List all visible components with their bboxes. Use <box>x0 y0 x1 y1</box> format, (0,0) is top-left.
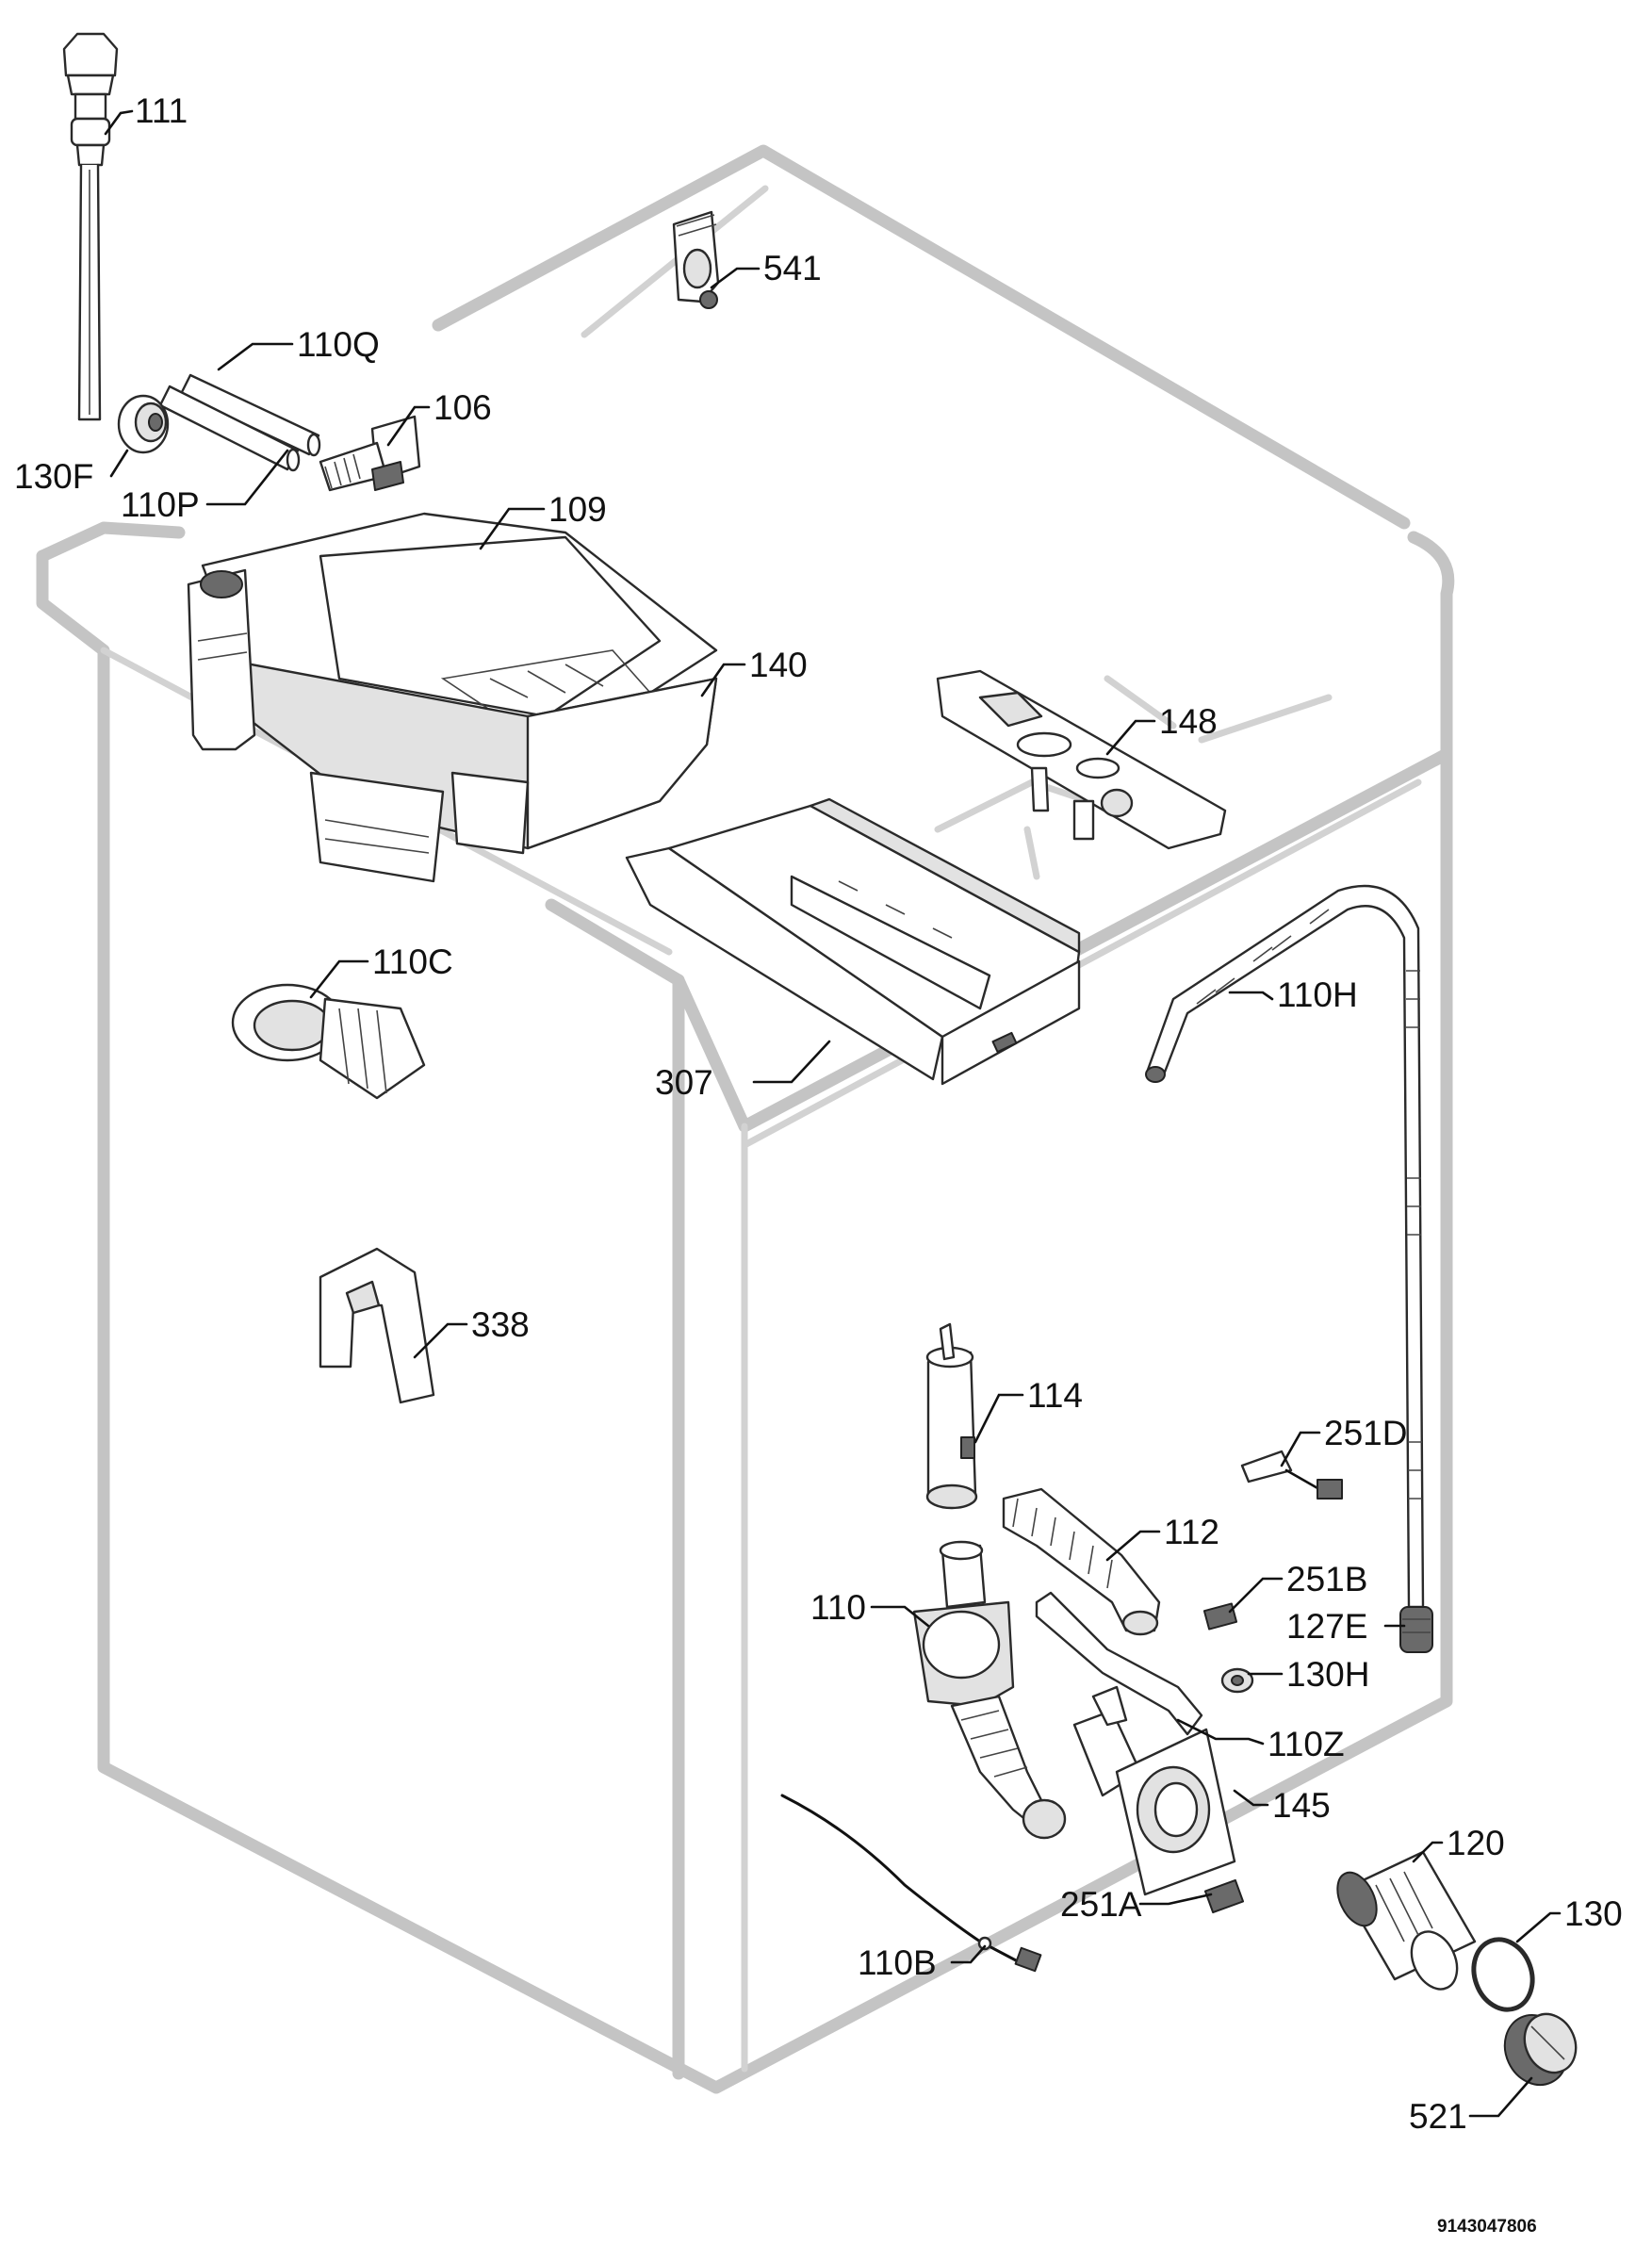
part-541-clip <box>672 210 720 309</box>
callout-338: 338 <box>471 1305 530 1344</box>
part-110-sump <box>912 1540 1067 1840</box>
callout-110C: 110C <box>372 942 453 981</box>
callout-251B: 251B <box>1286 1560 1367 1598</box>
part-114-air-chamber <box>925 1322 978 1510</box>
callout-111: 111 <box>135 91 188 130</box>
part-120-filter <box>1336 1850 1477 1991</box>
callout-127E: 127E <box>1286 1607 1367 1646</box>
part-130H-grommet <box>1220 1667 1254 1694</box>
part-251A-connector <box>1203 1878 1245 1914</box>
part-130-oring <box>1471 1937 1535 2012</box>
callout-130: 130 <box>1564 1894 1623 1933</box>
part-110Z-hose <box>1035 1591 1203 1736</box>
part-109-140-dispenser-housing <box>187 512 718 883</box>
callout-130H: 130H <box>1286 1655 1369 1694</box>
callout-145: 145 <box>1272 1786 1331 1825</box>
callout-110P: 110P <box>121 485 200 524</box>
part-148-bracket <box>936 669 1227 850</box>
part-145-pump <box>1072 1685 1236 1896</box>
callout-120: 120 <box>1447 1824 1505 1862</box>
part-111-inlet-hose <box>62 32 119 421</box>
callout-307: 307 <box>655 1063 713 1102</box>
callout-leaders <box>104 109 1562 2118</box>
callout-110Q: 110Q <box>297 325 380 364</box>
part-110C-bellows <box>231 983 426 1100</box>
callout-106: 106 <box>433 388 492 427</box>
callout-251A: 251A <box>1060 1885 1142 1924</box>
part-127E-fitting <box>1399 1606 1433 1653</box>
part-251B-connector <box>1202 1602 1238 1631</box>
part-338-hose-guide <box>319 1247 435 1404</box>
part-251D-wiring <box>1240 1450 1343 1500</box>
callout-110: 110 <box>810 1588 866 1627</box>
callout-521: 521 <box>1409 2097 1467 2136</box>
callout-148: 148 <box>1159 702 1218 741</box>
callout-109: 109 <box>548 490 607 529</box>
callout-140: 140 <box>749 646 808 684</box>
callout-251D: 251D <box>1324 1414 1407 1452</box>
part-110Q-110P-hoses <box>158 373 321 472</box>
callout-541: 541 <box>763 249 822 287</box>
callout-110Z: 110Z <box>1268 1725 1345 1763</box>
callout-130F: 130F <box>14 457 93 496</box>
part-307-drawer <box>625 797 1081 1086</box>
part-112-drain-hose <box>1002 1487 1161 1636</box>
part-110B-wire <box>780 1794 1042 1973</box>
part-521-cap <box>1503 2012 1578 2086</box>
callout-110H: 110H <box>1277 975 1358 1014</box>
callout-labels: 111 541 110Q 106 130F 110P 109 140 148 1… <box>14 91 1623 2237</box>
callout-114: 114 <box>1027 1376 1083 1415</box>
callout-112: 112 <box>1164 1513 1219 1551</box>
part-106-valve <box>319 415 421 492</box>
callout-110B: 110B <box>858 1943 937 1982</box>
document-number: 9143047806 <box>1437 2217 1537 2237</box>
part-130F-nut <box>117 394 170 454</box>
